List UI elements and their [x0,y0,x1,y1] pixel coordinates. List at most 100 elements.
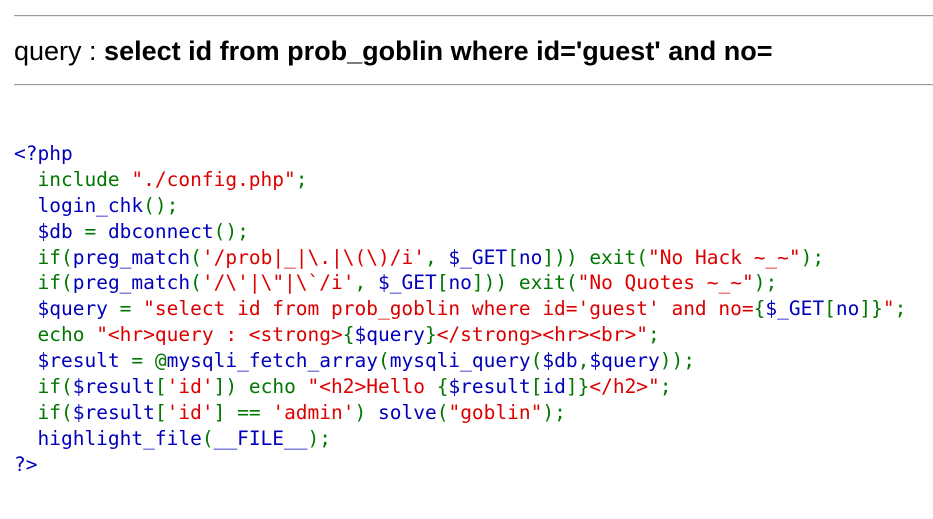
code-token: ( [436,400,449,424]
code-token [14,168,37,191]
top-divider [14,15,933,17]
code-token: ; [894,297,907,321]
code-token: $query [14,297,120,321]
code-token: ); [542,400,566,424]
code-token: ; [295,167,308,191]
code-token: ( [190,271,202,295]
code-token: preg_match [72,271,191,295]
code-token: )); [659,349,696,373]
code-token: $_GET [448,245,508,269]
code-token: = [84,219,108,243]
code-token: " [882,297,895,321]
code-token: (); [213,219,249,243]
bottom-divider [14,84,933,86]
code-token: "<h2>Hello [307,375,437,399]
code-token: if( [37,271,73,295]
code-token: , [424,245,449,269]
code-token: ( [201,426,214,450]
code-token: ])) exit( [471,271,578,295]
code-token: '/prob|_|\.|\(\)/i' [201,245,425,269]
code-token: login_chk [14,193,144,217]
code-token: no [518,245,543,269]
code-token: [ [507,245,519,269]
code-token: $result [72,400,155,424]
code-token: $result [448,375,531,399]
code-token: $query [354,323,425,347]
code-token: __FILE__ [213,426,308,450]
code-token: { [342,323,355,347]
code-line: if($result['id']) echo "<h2>Hello {$resu… [14,374,906,400]
code-token: include [37,167,132,191]
code-token: (); [143,193,179,217]
code-token: $result [14,349,132,373]
query-label: query : [14,36,105,66]
query-text: select id from prob_goblin where id='gue… [104,36,773,66]
code-token: highlight_file [14,426,202,450]
code-token: '/\'|\"|\`/i' [201,271,355,295]
code-token: </strong><hr><br>" [436,323,649,347]
code-token: mysqli_query [389,349,531,373]
code-token: dbconnect [107,219,214,243]
code-token: 'admin' [272,400,355,424]
code-token: "select id from prob_goblin where id='gu… [143,297,754,321]
code-token: ?> [14,452,38,476]
code-token [14,375,37,398]
code-token: solve [378,400,437,424]
code-line: if(preg_match('/prob|_|\.|\(\)/i', $_GET… [14,245,906,271]
code-token: "<hr>query : <strong> [96,323,343,347]
code-token: [ [154,375,167,399]
code-token: ( [377,349,390,373]
code-token: "goblin" [448,400,543,424]
code-token: [ [436,271,449,295]
code-token: "No Quotes ~_~" [577,271,754,295]
code-token: $_GET [765,297,825,321]
code-token: ( [530,349,543,373]
code-token: , [577,349,590,373]
code-token: } [424,323,437,347]
code-token: [ [530,375,543,399]
code-token: 'id' [166,400,214,424]
code-token: ] == [213,400,273,424]
code-token: no [835,297,860,321]
code-token: , [354,271,378,295]
code-line: <?php [14,141,906,167]
code-token: [ [154,400,167,424]
code-token: $query [589,349,660,373]
code-line: echo "<hr>query : <strong>{$query}</stro… [14,322,906,348]
code-token: <?php [14,142,73,165]
code-token: [ [824,297,836,321]
code-token: if( [37,375,73,399]
code-line: include "./config.php"; [14,167,906,193]
code-token: ])) exit( [542,245,649,269]
code-token: = [119,297,144,321]
code-token: "No Hack ~_~" [648,245,801,269]
code-line: $db = dbconnect(); [14,219,906,245]
code-token: { [436,375,449,399]
code-token: 'id' [166,375,214,399]
code-line: $result = @mysqli_fetch_array(mysqli_que… [14,348,906,374]
code-token: ; [648,323,660,347]
code-token [14,323,37,346]
code-token: </h2>" [589,375,660,399]
code-token: ]} [859,297,883,321]
code-token: "./config.php" [131,167,296,191]
code-token: preg_match [72,245,191,269]
code-token: ) [354,400,378,424]
code-token [14,271,37,294]
code-token [14,401,37,424]
code-token: if( [37,245,73,269]
code-token: if( [37,400,73,424]
code-token: $_GET [377,271,437,295]
code-line: $query = "select id from prob_goblin whe… [14,296,906,322]
code-token: ); [307,426,331,450]
code-token: mysqli_fetch_array [166,349,378,373]
code-token [14,246,37,269]
code-line: highlight_file(__FILE__); [14,426,906,452]
code-line: if(preg_match('/\'|\"|\`/i', $_GET[no]))… [14,270,906,296]
code-token: { [753,297,766,321]
code-token: $db [542,349,578,373]
php-source-code: <?php include "./config.php"; login_chk(… [14,141,906,478]
code-token: ]} [565,375,590,399]
code-token: no [448,271,472,295]
code-token: $db [14,219,85,243]
